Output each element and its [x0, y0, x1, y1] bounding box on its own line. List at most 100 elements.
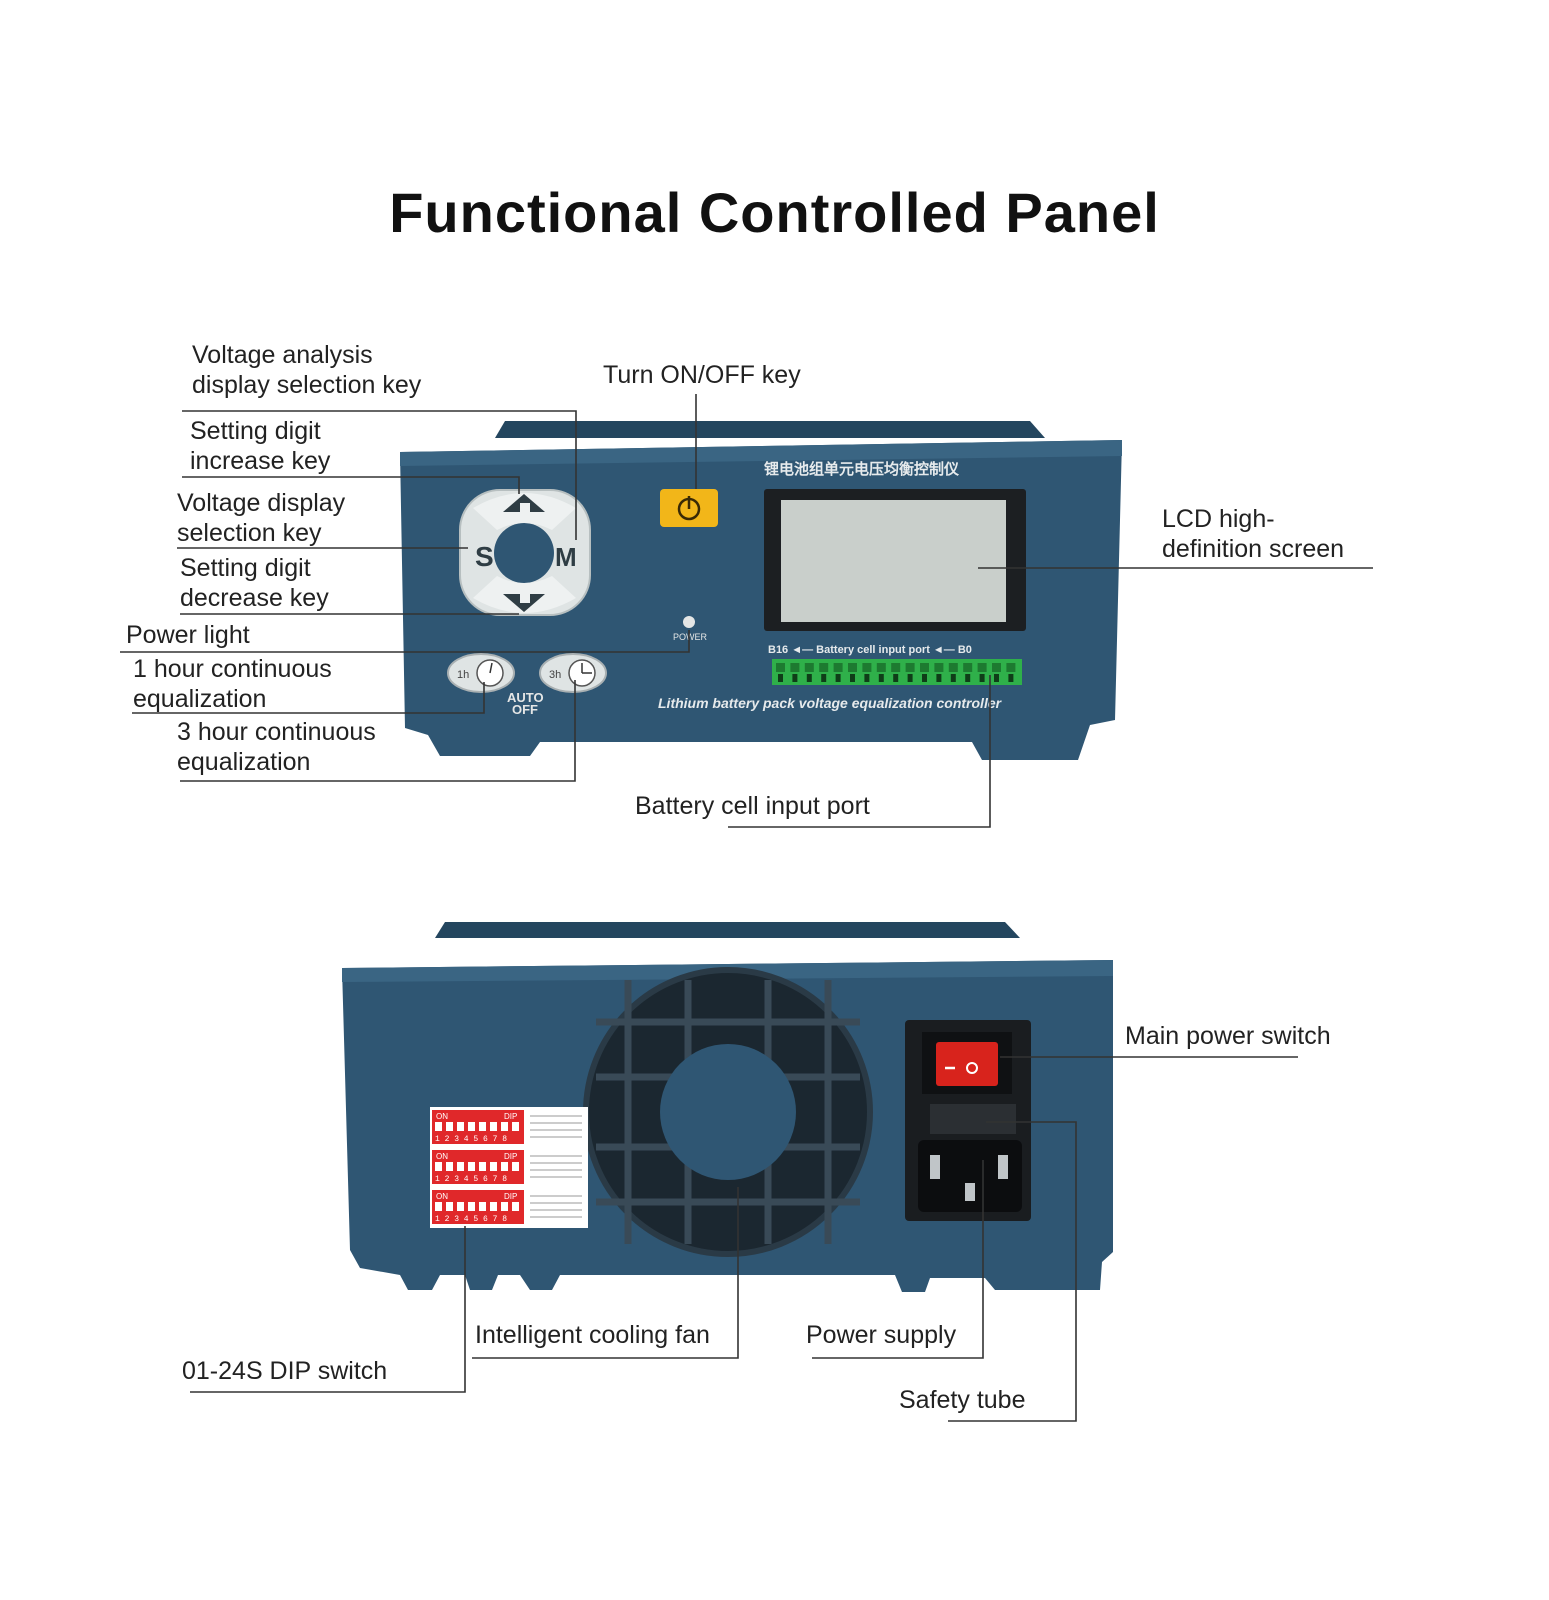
dip-toggle[interactable]: [501, 1162, 508, 1171]
power-led: [683, 616, 695, 628]
dip-on-label: ON: [436, 1152, 448, 1161]
power-supply-label: Power supply: [806, 1320, 956, 1350]
label-line: display selection key: [192, 371, 422, 399]
terminal-slot: [979, 674, 985, 682]
fan-hub: [660, 1044, 796, 1180]
s-key[interactable]: S: [475, 541, 494, 572]
up-key[interactable]: [473, 493, 576, 530]
lcd-screen-label: LCD high- definition screen: [1162, 504, 1344, 564]
terminal-block: [772, 659, 1022, 685]
dip-toggle[interactable]: [512, 1162, 519, 1171]
dip-toggle[interactable]: [435, 1162, 442, 1171]
dip-toggle[interactable]: [457, 1162, 464, 1171]
dip-toggle[interactable]: [468, 1122, 475, 1131]
dip-toggle[interactable]: [479, 1122, 486, 1131]
lcd-screen: [781, 500, 1006, 622]
label-line: Battery cell input port: [635, 792, 870, 820]
dip-toggle[interactable]: [512, 1202, 519, 1211]
terminal-slot: [806, 674, 812, 682]
dip-toggle[interactable]: [446, 1162, 453, 1171]
label-line: definition screen: [1162, 535, 1345, 563]
dip-toggle[interactable]: [501, 1202, 508, 1211]
dip-toggle[interactable]: [490, 1202, 497, 1211]
cooling-fan-label: Intelligent cooling fan: [475, 1320, 710, 1350]
terminal-screw: [790, 663, 800, 672]
setting-digit-decrease-label: Setting digit decrease key: [180, 553, 329, 613]
label-line: Turn ON/OFF key: [603, 361, 801, 389]
voltage-analysis-key-label: Voltage analysis display selection key: [192, 340, 421, 400]
label-line: selection key: [177, 519, 322, 547]
m-key[interactable]: M: [555, 542, 577, 572]
dip-toggle[interactable]: [512, 1122, 519, 1131]
label-line: equalization: [177, 748, 311, 776]
label-line: equalization: [133, 685, 267, 713]
page-title: Functional Controlled Panel: [389, 181, 1160, 244]
terminal-screw: [963, 663, 973, 672]
dip-numbers: 1 2 3 4 5 6 7 8: [435, 1215, 507, 1224]
terminal-screw: [833, 663, 843, 672]
auto-off-line2: OFF: [512, 702, 538, 717]
dip-toggle[interactable]: [446, 1202, 453, 1211]
terminal-slot: [821, 674, 827, 682]
dip-toggle[interactable]: [479, 1162, 486, 1171]
terminal-screw: [848, 663, 857, 672]
dip-label: DIP: [504, 1192, 517, 1201]
terminal-slot: [835, 674, 841, 682]
label-line: Power light: [126, 621, 250, 649]
dip-toggle[interactable]: [479, 1202, 486, 1211]
battery-cell-input-port-label: Battery cell input port: [635, 791, 870, 821]
dip-toggle[interactable]: [457, 1202, 464, 1211]
down-arrow-icon: [503, 594, 545, 612]
terminal-slot: [792, 674, 798, 682]
dip-toggle[interactable]: [490, 1122, 497, 1131]
dip-on-label: ON: [436, 1192, 448, 1201]
dip-toggle[interactable]: [435, 1202, 442, 1211]
terminal-screw: [804, 663, 814, 672]
down-key[interactable]: [473, 576, 576, 613]
terminal-slot: [936, 674, 942, 682]
terminal-screw: [1006, 663, 1016, 672]
terminal-screw: [819, 663, 829, 672]
label-line: decrease key: [180, 584, 329, 612]
auto-off-line1: AUTO: [507, 690, 544, 705]
terminal-screw: [776, 663, 785, 672]
terminal-slot: [994, 674, 999, 682]
label-line: Setting digit: [190, 417, 321, 445]
terminal-slot: [878, 674, 884, 682]
iec-inlet: [918, 1140, 1022, 1212]
terminal-screw: [992, 663, 1001, 672]
label-line: LCD high-: [1162, 505, 1275, 533]
power-light-label: Power light: [126, 620, 250, 650]
timer-3h-label: 3h: [549, 669, 561, 681]
dip-toggle[interactable]: [446, 1122, 453, 1131]
power-led-label: POWER: [673, 632, 708, 642]
terminal-screw: [977, 663, 987, 672]
fuse-drawer[interactable]: [930, 1104, 1016, 1134]
three-hour-eq-label: 3 hour continuous equalization: [177, 717, 376, 777]
dip-toggle[interactable]: [468, 1162, 475, 1171]
terminal-screw: [891, 663, 901, 672]
dip-toggle[interactable]: [490, 1162, 497, 1171]
terminal-slot: [850, 674, 855, 682]
dip-toggle[interactable]: [501, 1122, 508, 1131]
turn-on-off-key-label: Turn ON/OFF key: [603, 360, 801, 390]
nav-keypad: S M: [459, 489, 591, 616]
terminal-screw: [862, 663, 872, 672]
terminal-slot: [778, 674, 783, 682]
safety-tube-label: Safety tube: [899, 1385, 1025, 1415]
dip-toggle[interactable]: [435, 1122, 442, 1131]
dip-numbers: 1 2 3 4 5 6 7 8: [435, 1175, 507, 1184]
main-power-rocker[interactable]: [936, 1042, 998, 1086]
label-line: 3 hour continuous: [177, 718, 376, 746]
label-line: 01-24S DIP switch: [182, 1357, 388, 1385]
dip-toggle[interactable]: [468, 1202, 475, 1211]
label-line: Setting digit: [180, 554, 311, 582]
label-line: Intelligent cooling fan: [475, 1321, 710, 1349]
label-line: Safety tube: [899, 1386, 1026, 1414]
dip-toggle[interactable]: [457, 1122, 464, 1131]
voltage-display-selection-label: Voltage display selection key: [177, 488, 345, 548]
terminal-slot: [965, 674, 971, 682]
terminal-slot: [922, 674, 927, 682]
